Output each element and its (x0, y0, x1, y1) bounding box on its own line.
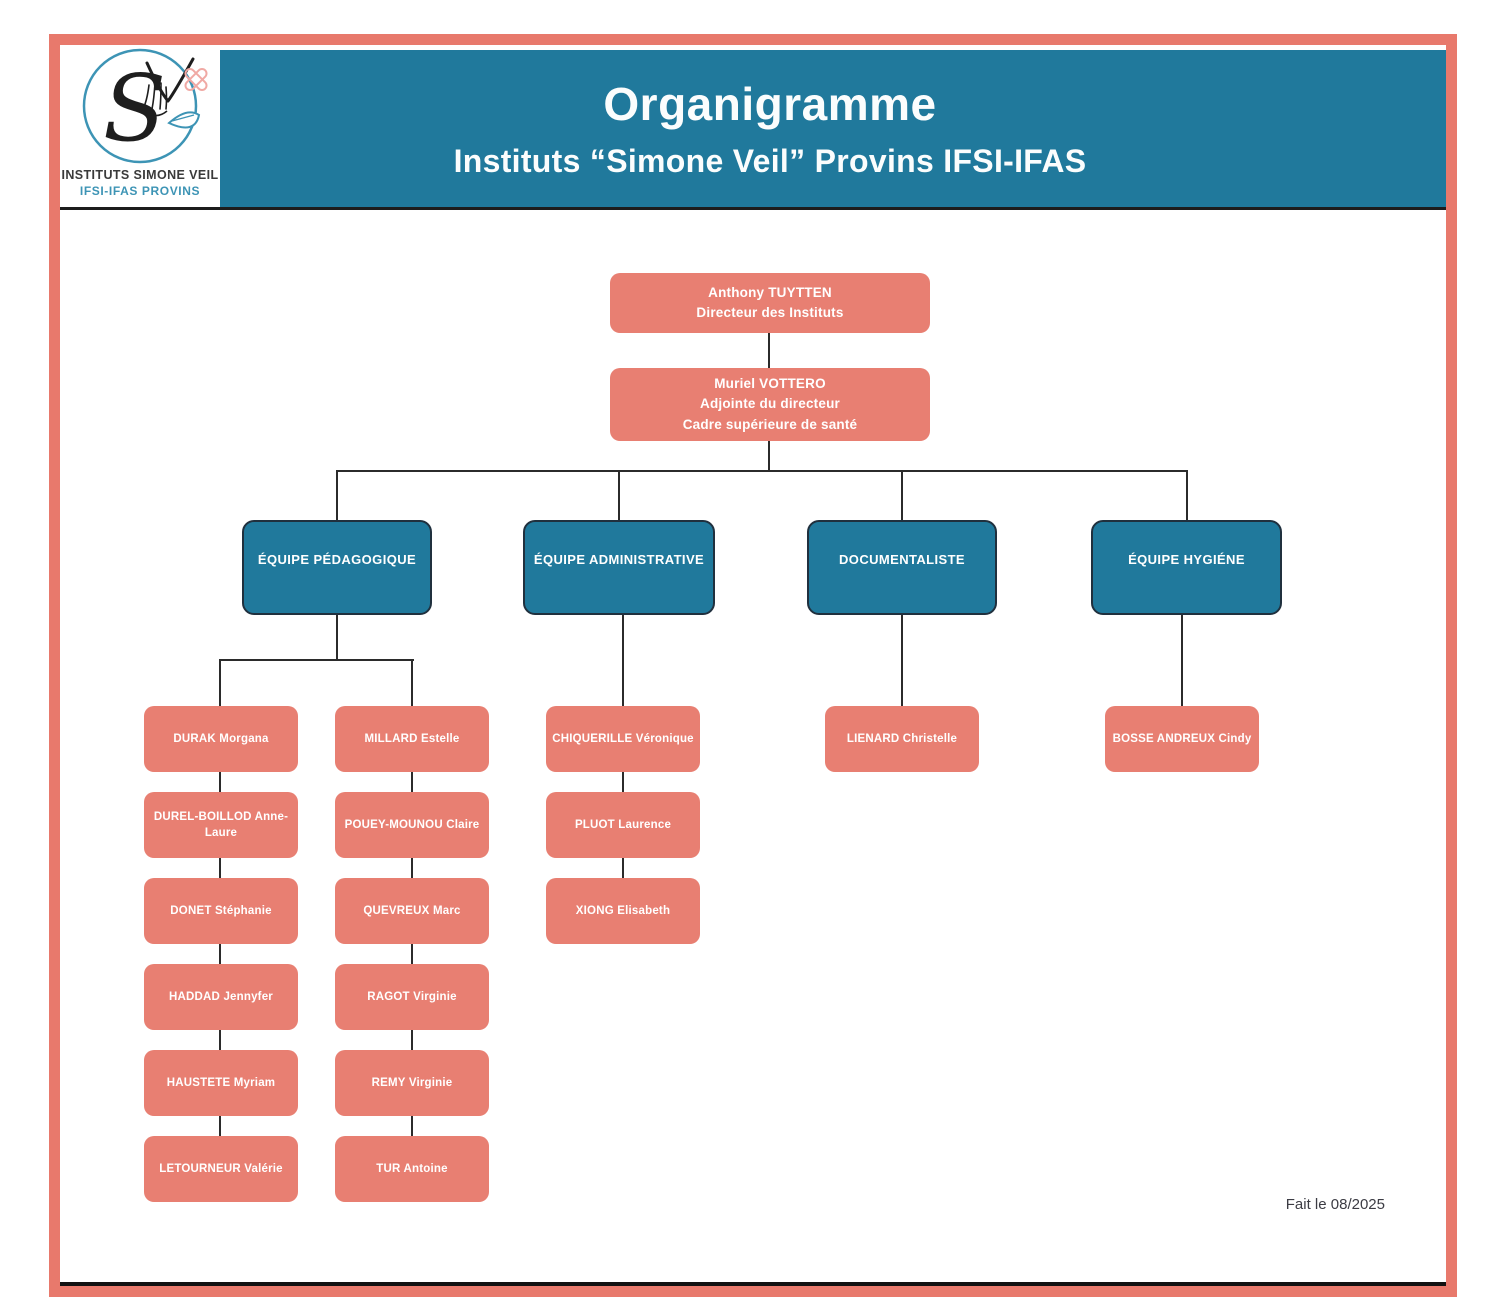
connector-line (219, 1030, 221, 1050)
connector-line (622, 772, 624, 792)
team-box-administrative: ÉQUIPE ADMINISTRATIVE (523, 520, 715, 615)
connector-line (901, 470, 903, 520)
connector-line (901, 615, 903, 706)
person-box: LETOURNEUR Valérie (144, 1136, 298, 1202)
connector-line (1186, 470, 1188, 520)
institute-logo: S INSTITUTS SIMONE VEIL IFSI-IFAS PROVIN… (60, 45, 220, 207)
header-banner: Organigramme Instituts “Simone Veil” Pro… (220, 50, 1446, 207)
logo-org-name: INSTITUTS SIMONE VEIL (61, 168, 219, 182)
connector-line (219, 858, 221, 878)
person-name: REMY Virginie (371, 1076, 453, 1089)
header-divider (60, 207, 1446, 210)
deputy-box: Muriel VOTTERO Adjointe du directeur Cad… (610, 368, 930, 441)
person-box: DUREL-BOILLOD Anne-Laure (144, 792, 298, 858)
connector-line (622, 858, 624, 878)
connector-line (411, 1030, 413, 1050)
connector-line (411, 944, 413, 964)
person-box: TUR Antoine (335, 1136, 489, 1202)
person-name: XIONG Elisabeth (575, 904, 671, 917)
person-box: DURAK Morgana (144, 706, 298, 772)
person-name: BOSSE ANDREUX Cindy (1112, 732, 1252, 745)
logo-flower-icon (184, 67, 208, 92)
team-label: ÉQUIPE PÉDAGOGIQUE (257, 552, 417, 567)
logo-monogram-icon: S (82, 48, 208, 164)
logo-org-subname: IFSI-IFAS PROVINS (79, 184, 201, 198)
connector-line (219, 772, 221, 792)
connector-line (336, 615, 338, 660)
team-box-documentaliste: DOCUMENTALISTE (807, 520, 997, 615)
person-name: TUR Antoine (376, 1162, 448, 1175)
person-name: DUREL-BOILLOD Anne-Laure (153, 810, 289, 839)
logo-s-letter: S (103, 55, 166, 162)
connector-line (1181, 615, 1183, 706)
connector-line (336, 470, 338, 520)
person-name: QUEVREUX Marc (363, 904, 461, 917)
connector-line (411, 1116, 413, 1136)
person-name: LETOURNEUR Valérie (159, 1162, 283, 1175)
person-box: LIENARD Christelle (825, 706, 979, 772)
bottom-divider (60, 1282, 1446, 1286)
deputy-role-1: Adjointe du directeur (700, 396, 840, 412)
connector-line (219, 1116, 221, 1136)
deputy-role-2: Cadre supérieure de santé (682, 416, 858, 432)
connector-line (768, 333, 770, 368)
person-name: DURAK Morgana (173, 732, 269, 745)
person-name: CHIQUERILLE Véronique (552, 732, 694, 745)
person-name: POUEY-MOUNOU Claire (344, 818, 480, 831)
page-subtitle: Instituts “Simone Veil” Provins IFSI-IFA… (453, 143, 1087, 179)
team-box-pedagogique: ÉQUIPE PÉDAGOGIQUE (242, 520, 432, 615)
person-box: HADDAD Jennyfer (144, 964, 298, 1030)
team-label: ÉQUIPE ADMINISTRATIVE (533, 552, 705, 567)
person-name: HAUSTETE Myriam (166, 1076, 276, 1089)
connector-line (219, 659, 221, 706)
team-label: ÉQUIPE HYGIÉNE (1128, 552, 1245, 567)
director-name: Anthony TUYTTEN (708, 284, 832, 300)
person-name: HADDAD Jennyfer (169, 990, 273, 1003)
director-role: Directeur des Instituts (696, 305, 844, 320)
person-box: BOSSE ANDREUX Cindy (1105, 706, 1259, 772)
person-box: PLUOT Laurence (546, 792, 700, 858)
date-note: Fait le 08/2025 (1285, 1196, 1385, 1213)
connector-line (411, 772, 413, 792)
team-label: DOCUMENTALISTE (839, 552, 965, 567)
connector-line (618, 470, 620, 520)
connector-line (622, 615, 624, 706)
connector-line (219, 659, 414, 661)
person-name: PLUOT Laurence (574, 818, 672, 831)
connector-line (768, 440, 770, 471)
person-box: XIONG Elisabeth (546, 878, 700, 944)
deputy-name: Muriel VOTTERO (714, 376, 826, 392)
person-name: DONET Stéphanie (170, 904, 272, 917)
person-box: REMY Virginie (335, 1050, 489, 1116)
person-box: RAGOT Virginie (335, 964, 489, 1030)
person-name: LIENARD Christelle (846, 732, 958, 745)
person-box: HAUSTETE Myriam (144, 1050, 298, 1116)
person-box: MILLARD Estelle (335, 706, 489, 772)
person-box: CHIQUERILLE Véronique (546, 706, 700, 772)
director-box: Anthony TUYTTEN Directeur des Instituts (610, 273, 930, 333)
person-box: POUEY-MOUNOU Claire (335, 792, 489, 858)
connector-line (411, 858, 413, 878)
connector-line (219, 944, 221, 964)
team-box-hygiene: ÉQUIPE HYGIÉNE (1091, 520, 1282, 615)
person-name: RAGOT Virginie (367, 990, 457, 1003)
connector-line (411, 659, 413, 706)
person-box: QUEVREUX Marc (335, 878, 489, 944)
person-box: DONET Stéphanie (144, 878, 298, 944)
page-title: Organigramme (603, 78, 937, 130)
connector-line (336, 470, 1188, 472)
person-name: MILLARD Estelle (364, 732, 460, 745)
